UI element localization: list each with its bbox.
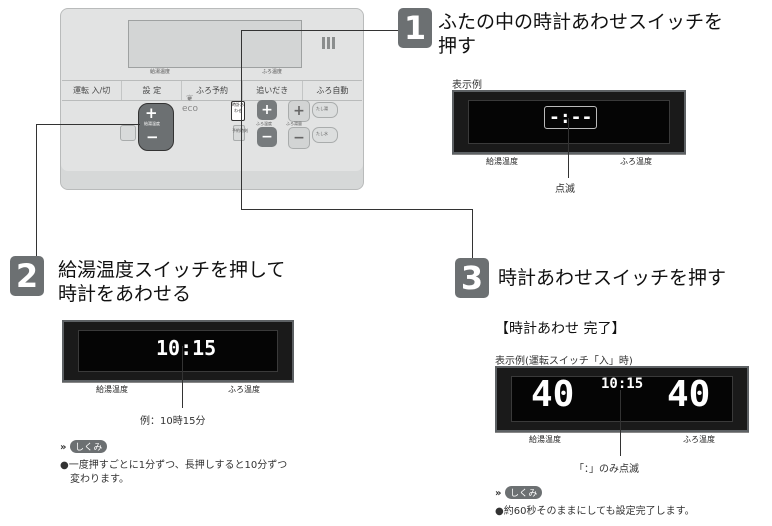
bath-reserve-button[interactable]: ふろ予約 [182, 81, 243, 100]
step-2-title-line1: 給湯温度スイッチを押して [58, 259, 286, 281]
clock-adjust-button[interactable]: 時計あわせ [231, 101, 245, 121]
kyuto-plus-button[interactable]: + [145, 104, 158, 122]
lcd-left-label: 給湯温度 [486, 157, 518, 166]
step-1-example-label: 表示例 [452, 80, 482, 91]
step-2-lcd-labels: 給湯温度 ふろ温度 [62, 382, 294, 395]
note-line-2: 変わります。 [70, 474, 129, 485]
step-1-badge: 1 [398, 8, 432, 48]
kyuto-minus-button[interactable]: − [146, 128, 159, 146]
connector-line [241, 30, 401, 31]
step-2-lcd: 10:15 [62, 320, 294, 382]
pointer-line [620, 390, 621, 456]
pointer-line [182, 346, 183, 408]
blink-label: 「：」のみ点滅 [574, 464, 639, 475]
example-caption: 例：10時15分 [140, 416, 206, 427]
power-button[interactable]: 運転 入/切 [62, 81, 123, 100]
reheat-button[interactable]: 追いだき [243, 81, 303, 100]
controller-button-row: 運転 入/切 設 定 ふろ予約 追いだき ふろ自動 [62, 80, 362, 101]
step-3-lcd-labels: 給湯温度 ふろ温度 [495, 432, 749, 445]
note-tag: しくみ [69, 440, 108, 453]
blink-label: 点滅 [555, 184, 575, 195]
kyuto-label: 給湯温度 [144, 121, 160, 126]
reserve-time-label: 予約時刻 [232, 128, 248, 133]
lock-button[interactable] [120, 125, 136, 141]
left-temp: 40 [531, 374, 575, 415]
step-3-badge: 3 [455, 258, 489, 298]
indicator-icon [322, 34, 340, 49]
lcd-left-label: 給湯温度 [96, 385, 128, 394]
lcd-right-label: ふろ温度 [228, 385, 260, 394]
clock-display: 10:15 [601, 376, 644, 392]
bath-temp-label: ふろ温度 [256, 121, 272, 126]
pointer-line [568, 118, 569, 178]
note-header: » しくみ [60, 440, 108, 453]
step-1-title-line2: 押す [438, 35, 477, 57]
add-hot-water-label: たし湯 [316, 106, 328, 111]
controller-screen [128, 20, 302, 68]
add-hot-water-button[interactable] [312, 102, 338, 118]
lcd-right-label: ふろ温度 [683, 435, 715, 444]
lcd-left-label: 給湯温度 [529, 435, 561, 444]
bath-volume-plus-button[interactable]: + [288, 100, 310, 122]
bath-temp-plus-button[interactable]: + [257, 100, 277, 120]
connector-line [36, 124, 140, 125]
right-temp: 40 [667, 374, 711, 415]
step-2-title-line2: 時計をあわせる [58, 283, 192, 305]
connector-line [241, 30, 242, 210]
step-3-lcd: 40 10:15 40 [495, 366, 749, 432]
screen-right-caption: ふろ温度 [262, 69, 283, 75]
add-water-label: たし水 [316, 131, 328, 136]
bath-temp-minus-button[interactable]: − [257, 127, 277, 147]
eco-button[interactable]: eco [182, 104, 198, 114]
connector-line [241, 209, 473, 210]
step-3-example-label: 表示例(運転スイッチ「入」時) [495, 356, 633, 367]
kyuto-switch-group [138, 103, 174, 151]
step-3-title: 時計あわせスイッチを押す [498, 267, 727, 289]
complete-heading: 【時計あわせ 完了】 [495, 321, 626, 337]
bath-volume-minus-button[interactable]: − [288, 127, 310, 149]
connector-line [472, 209, 473, 269]
step-1-title-line1: ふたの中の時計あわせスイッチを [438, 11, 724, 33]
leaf-icon: ❦ [186, 94, 194, 104]
connector-line [36, 124, 37, 272]
clock-display: -:-- [544, 106, 598, 129]
note-header: » しくみ [495, 486, 543, 499]
note-tag: しくみ [504, 486, 543, 499]
note-line-1: ●一度押すごとに1分ずつ、長押しすると10分ずつ [60, 460, 288, 471]
note-line-1: ●約60秒そのままにしても設定完了します。 [495, 506, 695, 517]
screen-left-caption: 給湯温度 [150, 69, 171, 75]
add-water-button[interactable] [312, 127, 338, 143]
reserve-time-button[interactable] [233, 125, 245, 141]
settings-button[interactable]: 設 定 [122, 81, 183, 100]
bath-auto-button[interactable]: ふろ自動 [316, 86, 349, 95]
step-1-lcd: -:-- [452, 90, 686, 154]
bath-volume-label: ふろ湯量 [286, 121, 302, 126]
step-2-badge: 2 [10, 256, 44, 296]
step-1-lcd-labels: 給湯温度 ふろ温度 [452, 154, 686, 167]
lcd-right-label: ふろ温度 [620, 157, 652, 166]
clock-display: 10:15 [156, 336, 217, 360]
